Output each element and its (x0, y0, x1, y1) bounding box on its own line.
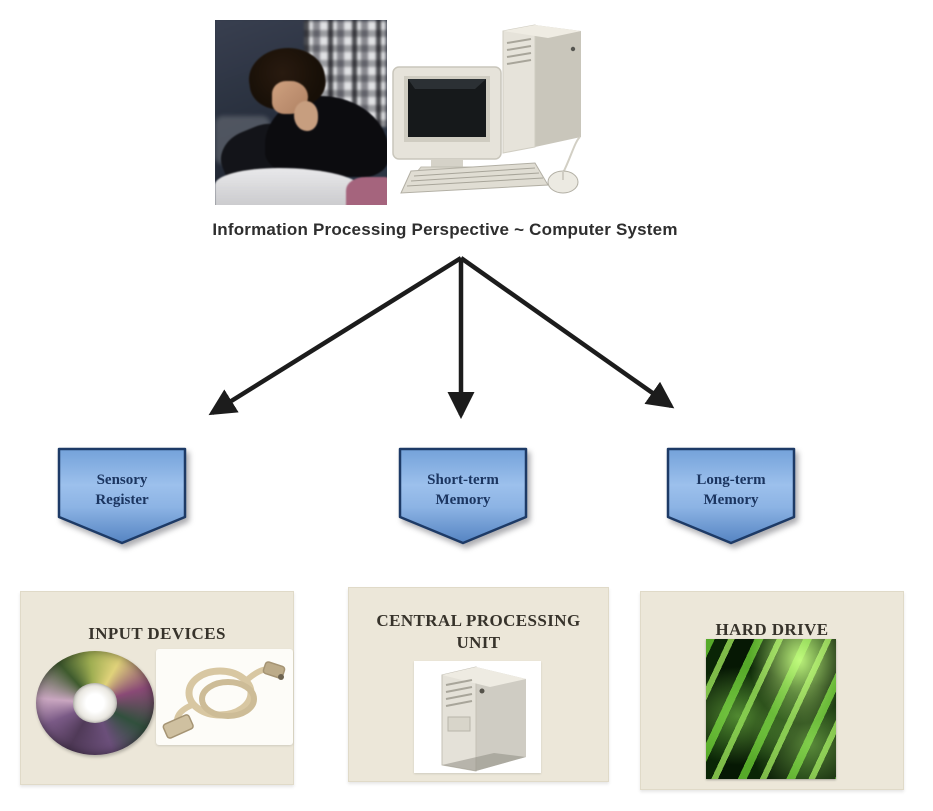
card-title: HARD DRIVE (715, 620, 829, 639)
thinking-person-photo (215, 20, 387, 205)
photo-art (215, 20, 387, 205)
person-fabric-shape (345, 177, 387, 205)
desktop-computer-photo (385, 15, 600, 195)
keyboard-shape (400, 162, 549, 194)
card-hard-drive: HARD DRIVE (640, 591, 904, 790)
banner-label: Short-term Memory (427, 472, 499, 508)
card-input-devices: INPUT DEVICES (20, 591, 294, 785)
ribbon-shape (666, 447, 796, 545)
person-pants-shape (215, 168, 363, 205)
banner-short-term-memory: Short-term Memory (398, 447, 528, 547)
computer-art (392, 24, 581, 194)
ribbon-shape (57, 447, 187, 545)
card-title: INPUT DEVICES (88, 624, 226, 643)
compact-disc-photo (36, 651, 154, 755)
tower-art (441, 666, 526, 772)
cd-hub-shape (72, 683, 118, 723)
arrow-to-sensory-register (208, 256, 463, 416)
connector-cable-photo (156, 649, 293, 745)
cable-art (162, 661, 286, 739)
person-hand-shape (294, 101, 319, 131)
arrow-to-long-term-memory (459, 256, 675, 409)
tower-shape (502, 24, 581, 154)
mouse-shape (547, 136, 581, 194)
card-title: CENTRAL PROCESSING UNIT (376, 611, 581, 653)
banner-label: Sensory Register (95, 472, 149, 508)
banner-sensory-register: Sensory Register (57, 447, 187, 547)
monitor-shape (392, 66, 502, 179)
banner-label: Long-term Memory (696, 472, 766, 508)
card-central-processing-unit: CENTRAL PROCESSING UNIT (348, 587, 609, 782)
cpu-tower-photo (414, 661, 541, 773)
ribbon-shape (398, 447, 528, 545)
diagram-title: Information Processing Perspective ~ Com… (212, 220, 678, 239)
banner-long-term-memory: Long-term Memory (666, 447, 796, 547)
circuit-board-photo (706, 639, 836, 779)
